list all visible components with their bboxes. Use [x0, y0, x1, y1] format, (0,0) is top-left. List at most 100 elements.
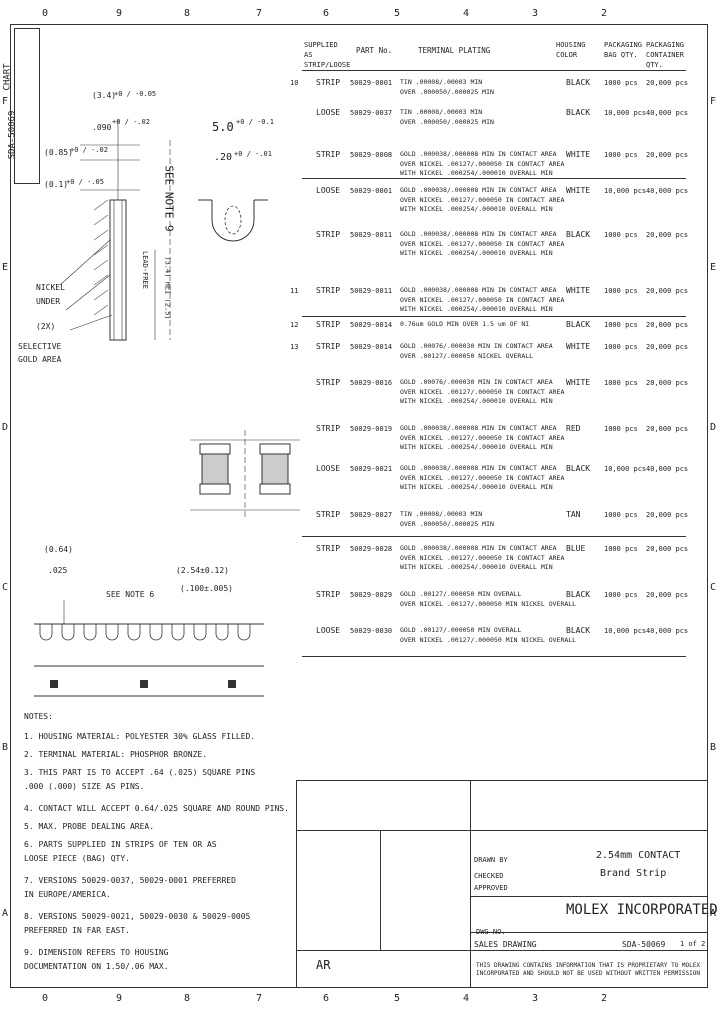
row-cont-qty: 20,000 pcs — [646, 231, 689, 239]
contact-side-view — [59, 120, 171, 341]
row-cont-qty: 40,000 pcs — [646, 627, 689, 635]
notes-title: NOTES: — [24, 712, 53, 721]
contact-top-view — [198, 199, 268, 242]
chart-tab — [14, 28, 40, 184]
row-bag-qty: 1000 pcs — [604, 545, 638, 553]
dim-d6-tol: +0 / -.01 — [234, 150, 272, 158]
revision: AR — [316, 958, 331, 972]
note-line: 2. TERMINAL MATERIAL: PHOSPHOR BRONZE. — [24, 750, 208, 759]
row-cont-qty: 20,000 pcs — [646, 511, 689, 519]
dim-d3-tol: +0 / -.02 — [70, 146, 108, 154]
zone-label: 0 — [42, 8, 49, 19]
zone-label: C — [2, 582, 9, 593]
checked-by: CHECKED — [474, 872, 504, 880]
dim-d2: .090 — [92, 123, 112, 132]
dim-d6: .20 — [214, 152, 233, 163]
row-plating: GOLD .00127/.000050 MIN OVERALL OVER NIC… — [400, 626, 577, 644]
row-color: BLACK — [566, 320, 591, 329]
row-cont-qty: 20,000 pcs — [646, 591, 689, 599]
note-line: 9. DIMENSION REFERS TO HOUSING — [24, 948, 169, 957]
zone-label: 2 — [601, 8, 608, 19]
row-supplied: STRIP — [316, 378, 341, 387]
row-part: 50029-0029 — [350, 591, 393, 599]
header-cont-qty: PACKAGING CONTAINER QTY. — [646, 41, 684, 69]
row-supplied: LOOSE — [316, 108, 341, 117]
header-bag-qty: PACKAGING BAG QTY. — [604, 41, 642, 59]
row-bag-qty: 10,000 pcs — [604, 187, 647, 195]
note-line: PREFERRED IN FAR EAST. — [24, 926, 130, 935]
row-color: RED — [566, 424, 581, 433]
row-cont-qty: 20,000 pcs — [646, 425, 689, 433]
chart-tab-number: SDA-50069 — [7, 110, 18, 160]
row-bag-qty: 1000 pcs — [604, 379, 638, 387]
zone-label: 2 — [601, 993, 608, 1004]
dim-d5: 5.0 — [212, 120, 234, 134]
company-name: MOLEX INCORPORATED — [566, 902, 718, 918]
row-bag-qty: 1000 pcs — [604, 425, 638, 433]
row-part: 50029-0008 — [350, 151, 393, 159]
row-plating: TIN .00008/.00003 MIN OVER .000050/.0000… — [400, 108, 494, 126]
dim-d5-tol: +0 / -0.1 — [236, 118, 274, 126]
row-bag-qty: 10,000 pcs — [604, 465, 647, 473]
row-color: WHITE — [566, 342, 591, 351]
row-bag-qty: 1000 pcs — [604, 591, 638, 599]
zone-label: 4 — [463, 993, 470, 1004]
row-supplied: LOOSE — [316, 626, 341, 635]
callout-gold-area: GOLD AREA — [18, 355, 62, 364]
row-cont-qty: 20,000 pcs — [646, 79, 689, 87]
row-bag-qty: 1000 pcs — [604, 151, 638, 159]
contact-section-views — [190, 430, 300, 520]
row-supplied: STRIP — [316, 544, 341, 553]
header-housing-color: HOUSING COLOR — [556, 41, 586, 59]
note-line: 7. VERSIONS 50029-0037, 50029-0001 PREFE… — [24, 876, 236, 885]
zone-label: B — [2, 742, 9, 753]
row-bag-qty: 10,000 pcs — [604, 109, 647, 117]
callout-nickel: NICKEL — [36, 283, 65, 292]
title-rule — [296, 950, 708, 951]
zone-label: 5 — [394, 993, 401, 1004]
lead-free-vertical: LEAD-FREE — [140, 251, 149, 289]
row-plating: GOLD .000038/.000008 MIN IN CONTACT AREA… — [400, 150, 565, 177]
table-rule — [302, 536, 686, 537]
row-part: 50029-0027 — [350, 511, 393, 519]
dim-d4: (0.1) — [44, 180, 69, 189]
row-color: WHITE — [566, 286, 591, 295]
title-divider — [470, 780, 471, 988]
row-plating: GOLD .000038/.000008 MIN IN CONTACT AREA… — [400, 286, 565, 313]
row-plating: GOLD .000038/.000008 MIN IN CONTACT AREA… — [400, 186, 565, 213]
note-line: 1. HOUSING MATERIAL: POLYESTER 30% GLASS… — [24, 732, 256, 741]
row-part: 50029-0028 — [350, 545, 393, 553]
callout-2x: (2X) — [36, 322, 56, 331]
zone-label: 4 — [463, 8, 470, 19]
row-supplied: LOOSE — [316, 464, 341, 473]
zone-label: 7 — [256, 8, 263, 19]
header-part-no: PART No. — [356, 46, 393, 55]
row-plating: TIN .00008/.00003 MIN OVER .000050/.0000… — [400, 510, 494, 528]
row-supplied: STRIP — [316, 590, 341, 599]
row-cont-qty: 20,000 pcs — [646, 343, 689, 351]
doc-number: SDA-50069 — [622, 940, 666, 949]
note-line: 6. PARTS SUPPLIED IN STRIPS OF TEN OR AS — [24, 840, 217, 849]
row-color: WHITE — [566, 186, 591, 195]
dim-d2-tol: +0 / -.02 — [112, 118, 150, 126]
title-divider — [380, 830, 381, 950]
zone-label: A — [2, 908, 9, 919]
row-color: TAN — [566, 510, 581, 519]
doc-type: SALES DRAWING — [474, 940, 537, 949]
row-mark: 13 — [290, 343, 299, 351]
row-bag-qty: 1000 pcs — [604, 287, 638, 295]
header-supplied: SUPPLIED AS STRIP/LOOSE — [304, 41, 351, 69]
row-mark: 10 — [290, 79, 299, 87]
approved-by: APPROVED — [474, 884, 508, 892]
dim-d4-tol: +0 / -.05 — [66, 178, 104, 186]
header-plating: TERMINAL PLATING — [418, 46, 491, 55]
row-supplied: STRIP — [316, 150, 341, 159]
row-cont-qty: 20,000 pcs — [646, 545, 689, 553]
dwg-label: DWG NO. — [476, 928, 506, 936]
title-line-2: Brand Strip — [600, 868, 667, 879]
row-cont-qty: 40,000 pcs — [646, 465, 689, 473]
row-plating: GOLD .00076/.000030 MIN IN CONTACT AREA … — [400, 342, 553, 360]
callout-selective: SELECTIVE — [18, 342, 62, 351]
table-rule — [302, 656, 686, 657]
row-bag-qty: 1000 pcs — [604, 321, 638, 329]
